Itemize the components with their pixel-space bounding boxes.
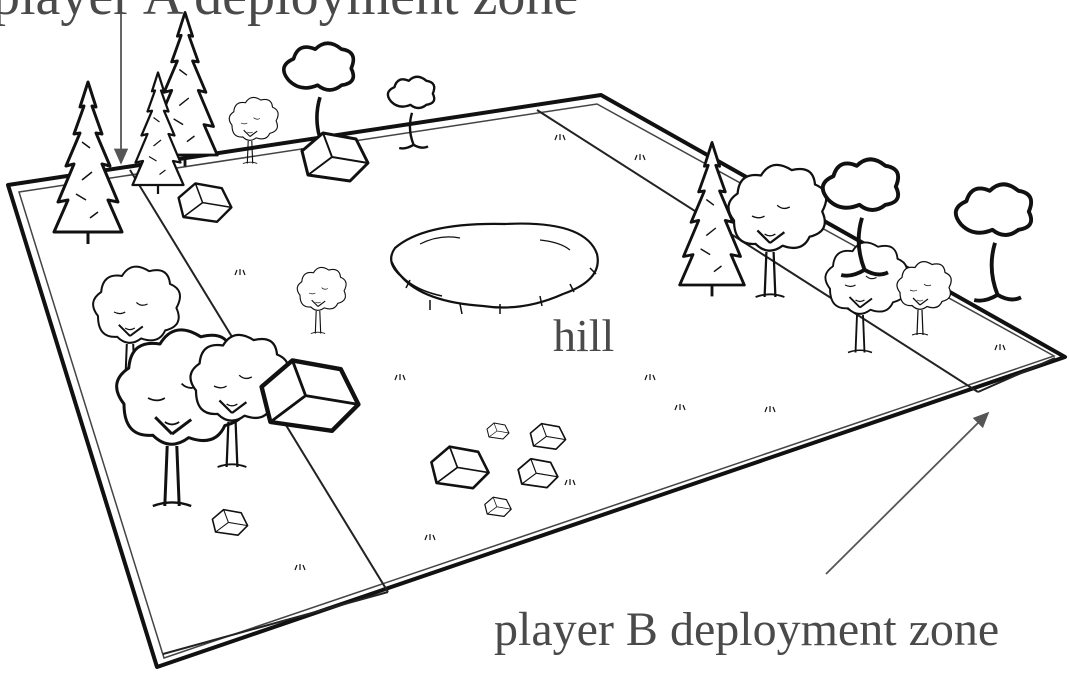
pine-tree-icon (52, 80, 124, 246)
deciduous-tree-icon (953, 182, 1034, 303)
player-a-deployment-label: player A deployment zone (0, 0, 578, 26)
hill-icon (390, 222, 599, 315)
player-b-arrow (825, 411, 990, 575)
player-b-deployment-label: player B deployment zone (494, 603, 1000, 656)
hill-label: hill (553, 310, 615, 361)
player-b-deployment-zone (536, 109, 1056, 393)
